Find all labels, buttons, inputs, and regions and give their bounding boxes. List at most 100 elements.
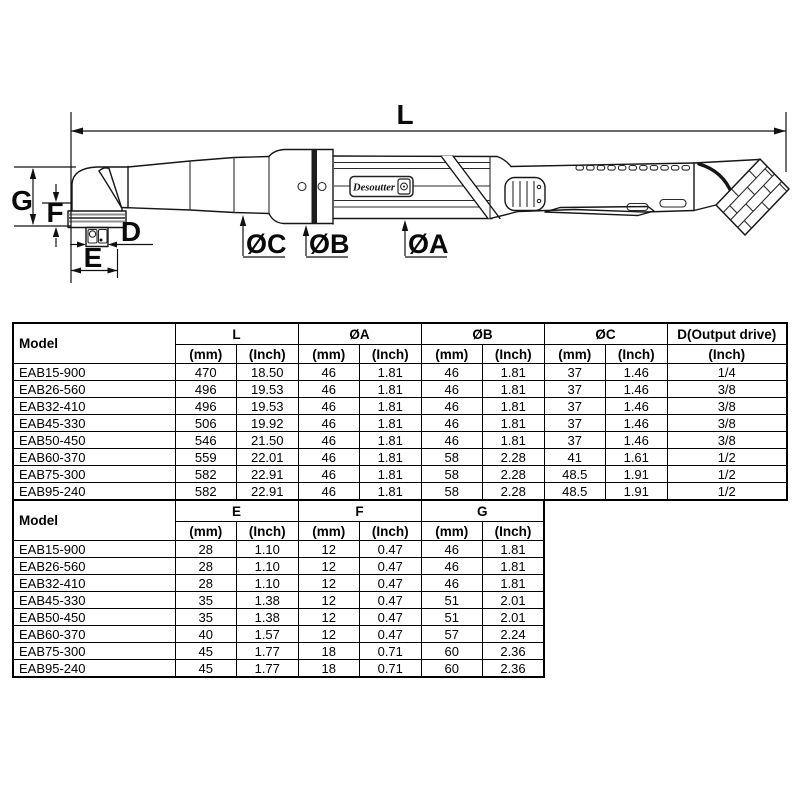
value-cell: 1.46 — [605, 397, 668, 415]
value-cell: 1.46 — [605, 363, 668, 381]
value-cell: 28 — [174, 574, 237, 592]
unit-header: (mm) — [297, 344, 360, 364]
value-cell: 12 — [297, 625, 360, 643]
column-header-model: Model — [12, 322, 176, 364]
value-cell: 1.46 — [605, 414, 668, 432]
value-cell: 1.10 — [236, 557, 299, 575]
dim-label-dia-A: ØA — [408, 229, 449, 259]
value-cell: 1.81 — [359, 448, 422, 466]
column-header-model: Model — [12, 499, 176, 541]
value-cell: 12 — [297, 574, 360, 592]
angle-head — [71, 165, 129, 212]
value-cell: 41 — [543, 448, 606, 466]
value-cell: 1.81 — [359, 380, 422, 398]
model-cell: EAB26-560 — [12, 557, 176, 575]
value-cell: 0.71 — [359, 642, 422, 660]
dim-label-F: F — [46, 197, 63, 228]
value-cell: 37 — [543, 380, 606, 398]
value-cell: 1.81 — [482, 397, 545, 415]
value-cell: 1.81 — [482, 414, 545, 432]
unit-header: (mm) — [174, 344, 237, 364]
value-cell: 1.46 — [605, 380, 668, 398]
value-cell: 22.91 — [236, 482, 299, 501]
column-group-dia-A: ØA — [297, 322, 422, 345]
value-cell: 2.28 — [482, 482, 545, 501]
value-cell: 46 — [297, 431, 360, 449]
unit-header: (mm) — [420, 344, 483, 364]
value-cell: 46 — [297, 397, 360, 415]
value-cell: 46 — [297, 448, 360, 466]
value-cell: 1.46 — [605, 431, 668, 449]
model-cell: EAB95-240 — [12, 659, 176, 678]
model-cell: EAB26-560 — [12, 380, 176, 398]
value-cell: 45 — [174, 659, 237, 678]
collar-ring — [268, 148, 334, 225]
value-cell: 470 — [174, 363, 237, 381]
column-group-D: D(Output drive) — [666, 322, 788, 345]
dim-label-G: G — [11, 185, 33, 216]
value-cell: 46 — [297, 380, 360, 398]
dim-G: G — [11, 168, 37, 225]
value-cell: 1.81 — [482, 380, 545, 398]
value-cell: 46 — [297, 363, 360, 381]
value-cell: 2.01 — [482, 608, 545, 626]
model-cell: EAB50-450 — [12, 431, 176, 449]
value-cell: 0.47 — [359, 608, 422, 626]
unit-header: (mm) — [174, 521, 237, 541]
column-group-E: E — [174, 499, 299, 522]
value-cell: 48.5 — [543, 465, 606, 483]
value-cell: 19.53 — [236, 397, 299, 415]
dim-dia-B: ØB — [302, 225, 350, 259]
value-cell: 22.01 — [236, 448, 299, 466]
dim-label-E: E — [84, 242, 103, 273]
value-cell: 1.81 — [482, 363, 545, 381]
dim-dia-C: ØC — [239, 215, 287, 259]
model-cell: EAB75-300 — [12, 465, 176, 483]
value-cell: 1/2 — [666, 465, 788, 483]
value-cell: 1/4 — [666, 363, 788, 381]
value-cell: 0.47 — [359, 540, 422, 558]
value-cell: 0.47 — [359, 625, 422, 643]
value-cell: 1.10 — [236, 540, 299, 558]
dim-label-dia-B: ØB — [309, 229, 350, 259]
value-cell: 3/8 — [666, 397, 788, 415]
value-cell: 1/2 — [666, 448, 788, 466]
value-cell: 2.36 — [482, 659, 545, 678]
value-cell: 496 — [174, 380, 237, 398]
head-plate — [67, 210, 127, 229]
gear-case-neck — [120, 155, 270, 215]
collar-band — [311, 149, 317, 224]
value-cell: 506 — [174, 414, 237, 432]
value-cell: 1.38 — [236, 591, 299, 609]
unit-header: (Inch) — [359, 344, 422, 364]
value-cell: 58 — [420, 448, 483, 466]
column-group-dia-B: ØB — [420, 322, 545, 345]
value-cell: 582 — [174, 482, 237, 501]
value-cell: 1.81 — [359, 465, 422, 483]
model-cell: EAB75-300 — [12, 642, 176, 660]
value-cell: 19.92 — [236, 414, 299, 432]
value-cell: 0.47 — [359, 557, 422, 575]
dim-D: D — [70, 216, 153, 248]
value-cell: 2.28 — [482, 448, 545, 466]
value-cell: 1.57 — [236, 625, 299, 643]
model-cell: EAB45-330 — [12, 591, 176, 609]
value-cell: 1.10 — [236, 574, 299, 592]
value-cell: 582 — [174, 465, 237, 483]
unit-header: (Inch) — [482, 344, 545, 364]
value-cell: 1.77 — [236, 659, 299, 678]
value-cell: 1.81 — [359, 363, 422, 381]
dim-label-L: L — [396, 99, 413, 130]
model-cell: EAB32-410 — [12, 574, 176, 592]
value-cell: 37 — [543, 363, 606, 381]
value-cell: 46 — [297, 465, 360, 483]
value-cell: 1/2 — [666, 482, 788, 501]
